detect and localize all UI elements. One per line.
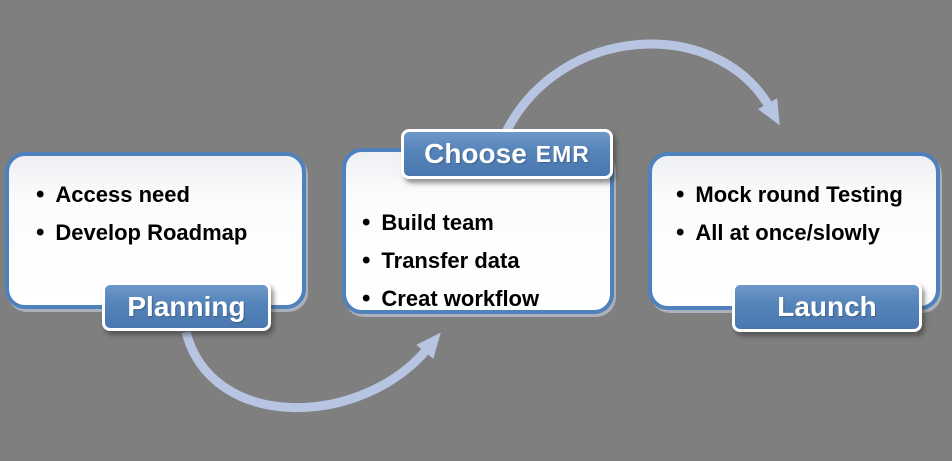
bullet-text: Transfer data <box>381 248 520 273</box>
bullet-item: • Access need <box>36 176 247 214</box>
choose-emr-label: Choose EMR <box>401 129 613 179</box>
arrow-choose-to-launch-icon <box>500 39 780 136</box>
choose-emr-label-main: Choose <box>424 138 527 169</box>
bullet-text: All at once/slowly <box>695 220 881 245</box>
arrow-planning-to-choose-icon <box>181 330 441 413</box>
bullet-item: • All at once/slowly <box>676 214 903 252</box>
planning-label: Planning <box>102 282 271 331</box>
bullet-text: Build team <box>381 210 494 235</box>
bullet-icon: • <box>362 247 371 274</box>
bullet-text: Mock round Testing <box>695 182 903 207</box>
bullet-text: Creat workflow <box>381 286 540 311</box>
bullet-item: • Transfer data <box>362 242 539 280</box>
bullet-icon: • <box>36 219 45 246</box>
bullet-item: • Mock round Testing <box>676 176 903 214</box>
bullet-text: Develop Roadmap <box>55 220 248 245</box>
bullet-icon: • <box>362 209 371 236</box>
bullet-item: • Develop Roadmap <box>36 214 247 252</box>
bullet-item: • Creat workflow <box>362 280 539 318</box>
bullet-item: • Build team <box>362 204 539 242</box>
launch-label: Launch <box>732 282 922 332</box>
choose-emr-bullet-list: • Build team • Transfer data • Creat wor… <box>362 204 539 318</box>
bullet-text: Access need <box>55 182 190 207</box>
bullet-icon: • <box>676 219 685 246</box>
bullet-icon: • <box>36 181 45 208</box>
planning-label-text: Planning <box>127 290 246 322</box>
planning-bullet-list: • Access need • Develop Roadmap <box>36 176 247 252</box>
launch-bullet-list: • Mock round Testing • All at once/slowl… <box>676 176 903 252</box>
bullet-icon: • <box>362 285 371 312</box>
bullet-icon: • <box>676 181 685 208</box>
launch-label-text: Launch <box>777 291 877 322</box>
choose-emr-label-sub: EMR <box>535 140 590 167</box>
